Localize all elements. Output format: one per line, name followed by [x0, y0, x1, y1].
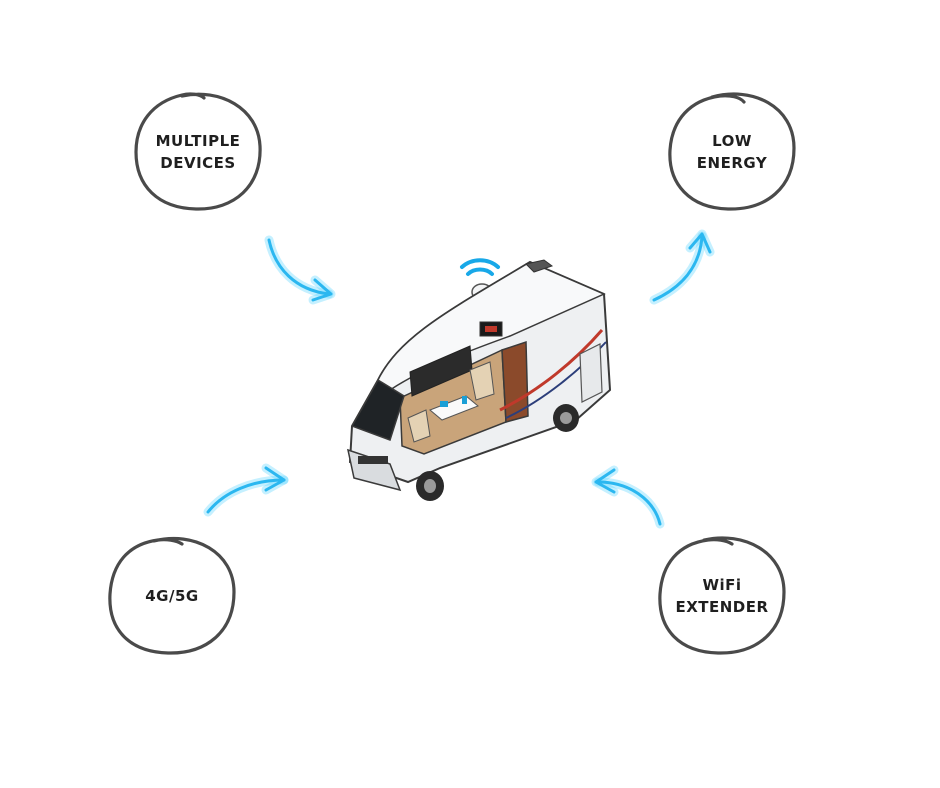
feature-bubble-multiple-devices: MULTIPLE DEVICES	[130, 90, 266, 214]
arrow-to-camper-icon	[264, 235, 336, 305]
feature-label-line: LOW	[712, 132, 752, 150]
hand-drawn-circle-icon	[658, 536, 786, 655]
feature-bubble-wifi-extender: WiFi EXTENDER	[654, 534, 790, 658]
feature-label-line: DEVICES	[160, 154, 236, 172]
hand-drawn-circle-icon	[134, 92, 262, 211]
feature-label-line: MULTIPLE	[155, 132, 241, 150]
feature-label-line: EXTENDER	[675, 598, 769, 616]
wifi-signal-icon	[460, 258, 500, 276]
feature-bubble-low-energy: LOW ENERGY	[664, 90, 800, 214]
hand-drawn-circle-icon	[108, 536, 236, 655]
camper-van-icon	[346, 258, 612, 501]
feature-bubble-4g-5g: 4G/5G	[104, 534, 240, 658]
hand-drawn-circle-icon	[668, 92, 796, 211]
feature-label-line: ENERGY	[696, 154, 768, 172]
arrow-to-camper-icon	[591, 465, 665, 529]
feature-label-line: 4G/5G	[145, 587, 199, 605]
arrow-to-camper-icon	[203, 463, 289, 517]
arrow-from-camper-icon	[649, 229, 715, 305]
feature-label-line: WiFi	[702, 576, 742, 594]
